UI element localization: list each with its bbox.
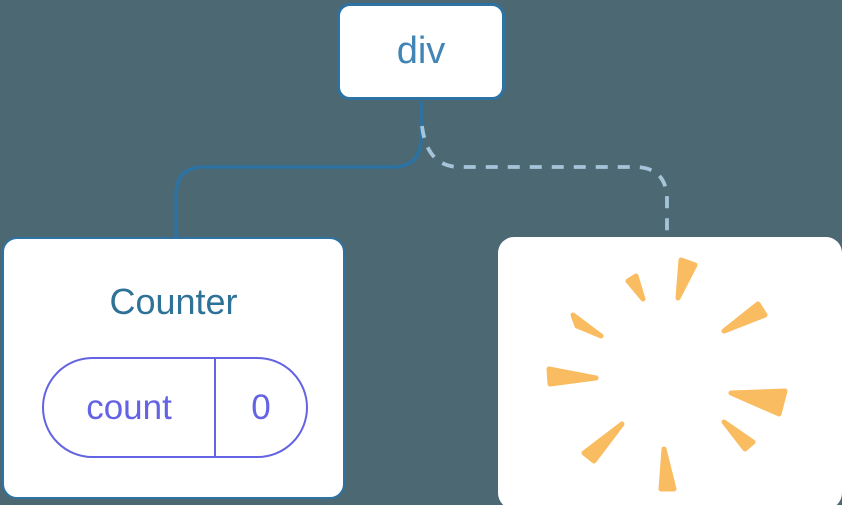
- poof-ray: [675, 257, 698, 301]
- removed-component-node: [498, 237, 842, 505]
- poof-ray: [721, 419, 756, 452]
- poof-ray: [658, 446, 677, 492]
- counter-component-node: Counter count 0: [2, 237, 345, 499]
- root-element-label: div: [396, 30, 446, 72]
- connector-dashed-line: [420, 125, 669, 237]
- poof-ray: [581, 421, 625, 464]
- poof-ray: [546, 366, 599, 387]
- poof-ray: [728, 388, 788, 417]
- poof-ray: [570, 312, 604, 339]
- connector-solid-line: [174, 101, 423, 238]
- state-value-label: 0: [251, 387, 271, 427]
- poof-ray: [721, 301, 768, 334]
- state-pill: count 0: [42, 357, 308, 458]
- state-key-label: count: [44, 359, 216, 456]
- counter-title: Counter: [109, 281, 238, 322]
- root-element-node: div: [337, 3, 505, 100]
- poof-burst-icon: [546, 257, 788, 492]
- poof-ray: [625, 273, 646, 302]
